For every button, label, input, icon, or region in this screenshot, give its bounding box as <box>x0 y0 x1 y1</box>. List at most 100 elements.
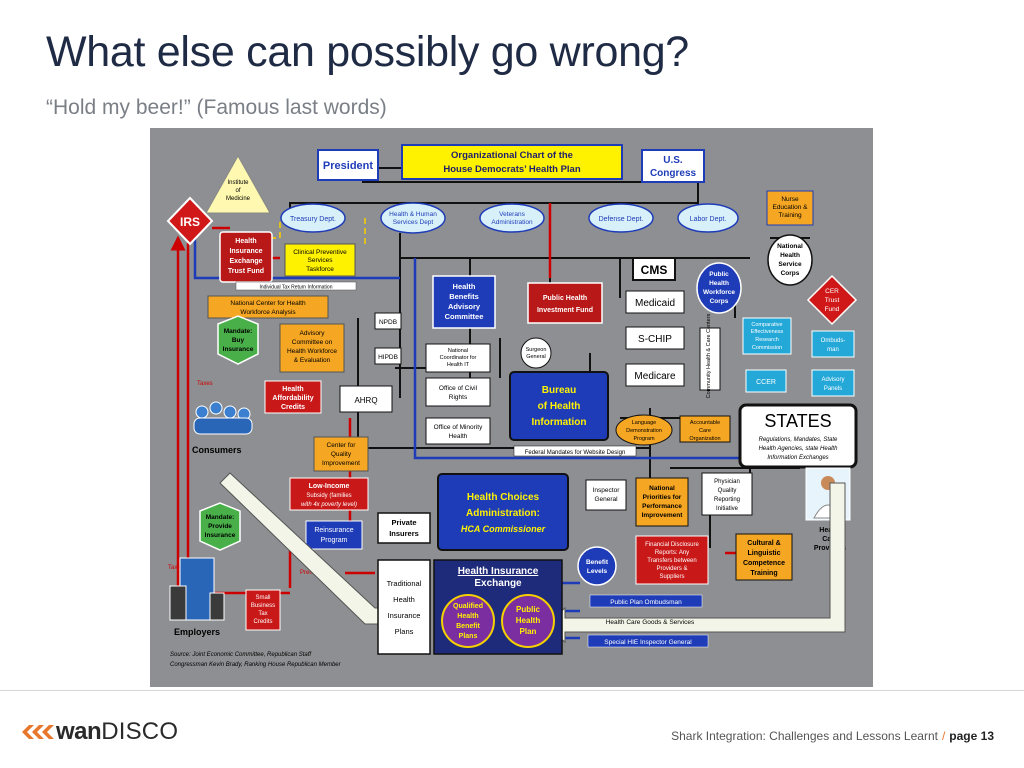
congress-line2: Congress <box>650 168 697 179</box>
bureau-line1: Bureau <box>542 385 576 396</box>
ombudsman-line1: Ombuds- <box>821 338 846 344</box>
advisory-panels-box <box>812 370 854 396</box>
small-biz-line4: Credits <box>253 619 272 625</box>
footer-separator: / <box>942 729 945 743</box>
fin-disclosure-line3: Transfers between <box>647 558 696 564</box>
labor-label: Labor Dept. <box>690 216 727 223</box>
nppi-line4: Improvement <box>642 512 684 519</box>
advisory-wf-line2: Committee on <box>292 339 333 346</box>
clinical-line1: Clinical Preventive <box>293 249 347 256</box>
qhbp-line2: Health <box>457 613 478 620</box>
fed-mandates-label: Federal Mandates for Website Design <box>525 450 626 456</box>
hca-line1: Health Choices <box>467 492 540 503</box>
qhbp-line4: Plans <box>459 633 478 640</box>
coordinator-line2: Coordinator for <box>440 355 477 361</box>
hie-trust-line1: Health <box>235 238 256 245</box>
ombudsman-box <box>812 331 854 357</box>
nhsc-line3: Service <box>778 261 802 268</box>
pub-corps-line4: Corps <box>710 298 729 305</box>
states-sub-line1: Regulations, Mandates, State <box>759 437 838 443</box>
lang-demo-line1: Language <box>632 420 656 426</box>
cer-fund-line3: Fund <box>825 306 840 313</box>
surgeon-line2: General <box>526 354 546 360</box>
org-chart-image: Organizational Chart of the House Democr… <box>150 128 873 687</box>
schip-label: S-CHIP <box>638 334 672 345</box>
nhsc-line1: National <box>777 243 803 250</box>
states-sub-line3: Information Exchanges <box>767 455 828 461</box>
cqi-line2: Quality <box>331 451 352 458</box>
defense-label: Defense Dept. <box>599 216 644 223</box>
hie-line1: Health Insurance <box>458 566 539 577</box>
nhsc-line2: Health <box>780 252 800 259</box>
cultural-line2: Linguistic <box>747 550 780 557</box>
surgeon-circle <box>521 338 551 368</box>
cqi-line3: Improvement <box>322 460 360 467</box>
mandate-buy-line3: Insurance <box>223 346 254 353</box>
mandate-buy-line1: Mandate: <box>224 328 253 335</box>
chart-header-line1: Organizational Chart of the <box>451 150 573 161</box>
ig-box <box>586 480 626 510</box>
minority-line2: Health <box>449 433 468 440</box>
reinsurance-line1: Reinsurance <box>314 527 353 534</box>
chart-header-line2: House Democrats’ Health Plan <box>443 164 580 175</box>
ccer-label: CCER <box>756 379 776 386</box>
institute-line3: Medicine <box>226 196 251 202</box>
cultural-line4: Training <box>750 570 777 577</box>
cms-label: CMS <box>641 263 668 277</box>
footer-divider <box>0 690 1024 691</box>
advisory-panels-line1: Advisory <box>821 377 844 383</box>
logo-text-light: DISCO <box>101 718 178 746</box>
low-income-line1: Low-Income <box>309 483 350 490</box>
advisory-wf-line4: & Evaluation <box>294 357 331 364</box>
civil-rights-line2: Rights <box>449 394 468 401</box>
states-label: STATES <box>764 411 831 431</box>
advisory-wf-line1: Advisory <box>300 330 326 337</box>
lang-demo-line2: Demonstration <box>626 428 662 434</box>
mandate-provide-line2: Provide <box>208 523 232 530</box>
footer-caption: Shark Integration: Challenges and Lesson… <box>671 729 938 743</box>
minority-line1: Office of Minority <box>434 424 483 431</box>
hac-line2: Affordability <box>272 395 313 402</box>
nhsc-line4: Corps <box>781 270 800 277</box>
cer-fund-line1: CER <box>825 288 839 295</box>
special-ig-label: Special HIE Inspector General <box>604 639 692 646</box>
minority-box <box>426 418 490 444</box>
pqri-line1: Physician <box>714 479 740 485</box>
cer-commission-line2: Effectiveness <box>751 329 784 335</box>
slide-title: What else can possibly go wrong? <box>46 28 689 77</box>
fin-disclosure-line2: Reports: Any <box>655 550 689 556</box>
hie-line2: Exchange <box>474 578 522 589</box>
hhs-oval <box>381 203 445 233</box>
hac-line1: Health <box>282 386 303 393</box>
small-biz-line3: Tax <box>258 611 267 617</box>
medicare-label: Medicare <box>634 371 676 382</box>
low-income-line3: with 4x poverty level) <box>301 502 357 508</box>
low-income-line2: Subsidy (families <box>306 493 351 499</box>
tax-info-label: Individual Tax Return Information <box>259 285 332 291</box>
hhs-line1: Health & Human <box>389 211 437 218</box>
goods-label: Health Care Goods & Services <box>606 619 695 626</box>
cer-commission-line3: Research <box>755 337 779 343</box>
hca-line2: Administration: <box>466 508 540 519</box>
fin-disclosure-line1: Financial Disclosure <box>645 542 699 548</box>
hipdb-label: HIPDB <box>378 354 398 361</box>
ig-line2: General <box>594 496 618 503</box>
surgeon-line1: Surgeon <box>526 347 547 353</box>
small-biz-line1: Small <box>255 595 270 601</box>
qhbp-line1: Qualified <box>453 603 483 610</box>
traditional-line1: Traditional <box>387 579 422 588</box>
nppi-line3: Performance <box>642 503 682 510</box>
veterans-oval <box>480 204 544 232</box>
traditional-line3: Insurance <box>388 611 421 620</box>
advisory-wf-line3: Health Workforce <box>287 348 337 355</box>
ph-fund-box <box>528 283 602 323</box>
taxes-label: Taxes <box>197 381 213 387</box>
advisory-panels-line2: Panels <box>824 386 842 392</box>
mandate-provide-line1: Mandate: <box>206 514 235 521</box>
nppi-line1: National <box>649 485 675 492</box>
consumers-label: Consumers <box>192 445 242 455</box>
institute-line1: Institute <box>227 180 249 186</box>
npdb-label: NPDB <box>379 319 397 326</box>
hie-trust-line4: Trust Fund <box>228 268 264 275</box>
ncwa-line1: National Center for Health <box>230 300 306 307</box>
